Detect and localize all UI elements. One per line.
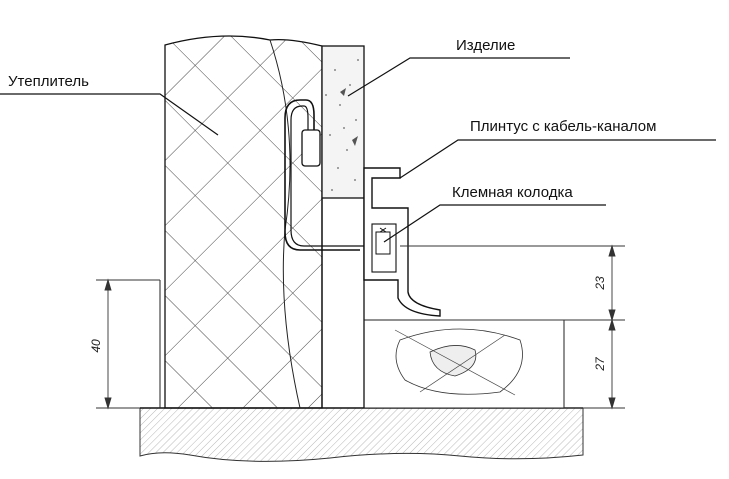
- leader-terminal: [383, 204, 606, 243]
- plinth-profile: [363, 167, 441, 317]
- ground-slab: [139, 407, 584, 462]
- leader-product: [347, 57, 570, 97]
- leader-plinth: [399, 139, 716, 179]
- label-insulation: Утеплитель: [8, 73, 89, 90]
- dimension-lines: [96, 244, 625, 410]
- product-wall: [321, 45, 365, 408]
- leader-insulation: [0, 93, 219, 136]
- label-product: Изделие: [456, 37, 515, 54]
- insulation-block: [159, 35, 323, 409]
- floor-layer: [363, 319, 565, 409]
- leader-lines: [0, 57, 716, 243]
- label-terminal: Клемная колодка: [452, 184, 573, 201]
- label-plinth: Плинтус с кабель-каналом: [470, 118, 656, 135]
- dimension-lower-right: 27: [593, 356, 607, 372]
- cable: [284, 99, 366, 251]
- dimension-left: 40: [89, 339, 103, 353]
- dimension-upper-right: 23: [593, 276, 607, 291]
